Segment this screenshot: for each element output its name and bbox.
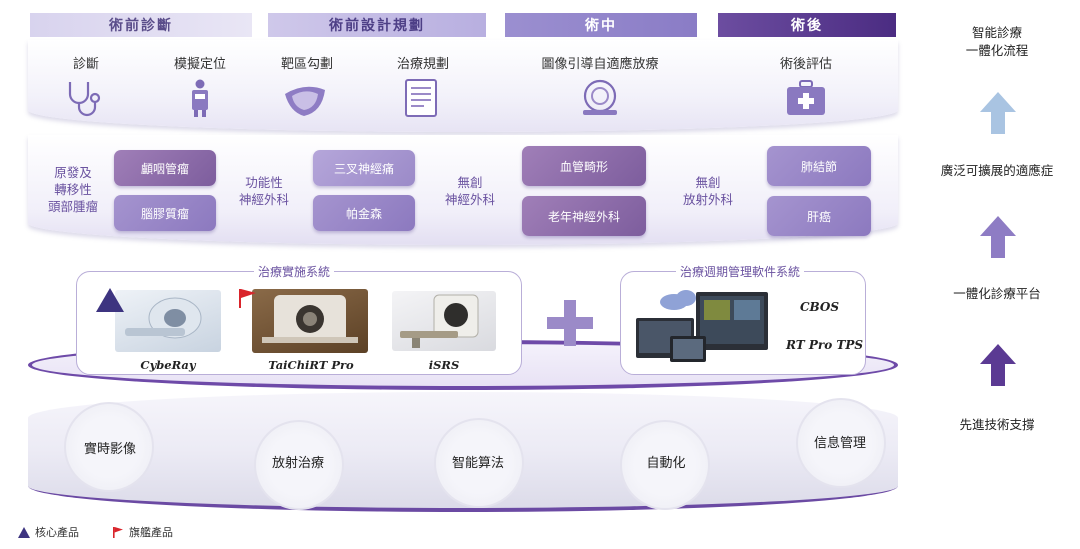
- indication-group-functional-line2: 神經外科: [238, 192, 289, 207]
- treatment-system-title: 治療實施系統: [254, 263, 335, 280]
- phase-pre-diagnosis: 術前診斷: [30, 13, 252, 37]
- indication-group-noninvasive-neuro-line1: 無創: [457, 175, 483, 190]
- medical-kit-icon: [787, 80, 825, 115]
- tech-circle: [254, 420, 344, 510]
- legend-core-label: 核心產品: [35, 526, 79, 539]
- software-system-title: 治療週期管理軟件系統: [676, 263, 805, 280]
- tech-circle: [620, 420, 710, 510]
- tech-label: 放射治療: [271, 456, 324, 471]
- stage-diagnosis: 診斷: [72, 57, 99, 72]
- indication-tile: 顱咽管瘤: [114, 150, 216, 186]
- core-product-triangle-icon: [96, 288, 124, 312]
- tech-label: 實時影像: [83, 442, 136, 457]
- right-label-platform: 一體化診療平台: [953, 286, 1041, 301]
- target-contour-icon: [285, 86, 325, 116]
- patient-icon: [192, 79, 208, 117]
- indication-tile: 老年神經外科: [522, 196, 646, 236]
- indication-group-radiosurgery: 無創 放射外科: [672, 174, 744, 208]
- right-label-indications: 廣泛可擴展的適應症: [940, 163, 1054, 178]
- tech-circle: [796, 398, 886, 488]
- right-label-process-line1: 智能診療: [971, 25, 1022, 40]
- indication-group-radiosurgery-line2: 放射外科: [682, 192, 733, 207]
- stage-positioning: 模擬定位: [173, 57, 226, 72]
- indication-tile: 肝癌: [767, 196, 871, 236]
- stethoscope-icon: [68, 82, 101, 117]
- indication-tile: 血管畸形: [522, 146, 646, 186]
- phase-pre-planning: 術前設計規劃: [268, 13, 486, 37]
- up-arrow-icon: [980, 92, 1016, 134]
- legend-flagship-label: 旗艦產品: [129, 526, 173, 539]
- indication-tile: 肺結節: [767, 146, 871, 186]
- plan-document-icon: [405, 79, 437, 117]
- product-label: iSRS: [428, 358, 460, 372]
- phase-post-op: 術後: [718, 13, 896, 37]
- stage-tier: [28, 40, 898, 132]
- plus-icon: [547, 300, 593, 346]
- cyberay-image: [115, 290, 221, 352]
- right-label-process-line2: 一體化流程: [965, 43, 1029, 58]
- taichirt-image: [252, 289, 368, 353]
- right-label-process: 智能診療 一體化流程: [922, 24, 1072, 60]
- indication-tile: 三叉神經痛: [313, 150, 415, 186]
- indication-tile: 腦膠質瘤: [114, 195, 216, 231]
- indication-group-noninvasive-neuro-line2: 神經外科: [444, 192, 495, 207]
- flag-icon: [113, 527, 123, 538]
- software-label: CBOS: [800, 300, 840, 314]
- up-arrow-icon: [980, 344, 1016, 386]
- indication-group-noninvasive-neuro: 無創 神經外科: [434, 174, 506, 208]
- product-label: CybeRay: [140, 358, 196, 372]
- indication-group-head-tumor: 原發及 轉移性 頭部腫瘤: [36, 164, 110, 215]
- indication-group-functional-line1: 功能性: [245, 175, 283, 190]
- stage-evaluation: 術後評估: [779, 57, 832, 72]
- indication-group-radiosurgery-line1: 無創: [695, 175, 721, 190]
- legend-core: 核心產品: [18, 524, 79, 540]
- ct-scanner-icon: [583, 79, 617, 115]
- indication-group-head-tumor-line1: 原發及: [54, 165, 92, 180]
- indication-tile: 帕金森: [313, 195, 415, 231]
- software-label: RT Pro TPS: [786, 338, 864, 352]
- flagship-flag-icon: [239, 289, 256, 308]
- core-triangle-icon: [18, 526, 30, 538]
- tech-label: 信息管理: [813, 436, 866, 451]
- indication-group-head-tumor-line2: 轉移性: [54, 182, 92, 197]
- stage-planning: 治療規劃: [396, 57, 449, 72]
- tech-label: 智能算法: [451, 456, 504, 471]
- isrs-image: [392, 291, 496, 351]
- up-arrow-icon: [980, 216, 1016, 258]
- product-label: TaiChiRT Pro: [268, 358, 354, 372]
- indication-group-head-tumor-line3: 頭部腫瘤: [47, 199, 98, 214]
- stage-contouring: 靶區勾劃: [280, 57, 333, 72]
- tech-label: 自動化: [646, 456, 686, 471]
- indication-group-functional: 功能性 神經外科: [228, 174, 300, 208]
- phase-intra-op: 術中: [505, 13, 697, 37]
- stage-igrt: 圖像引導自適應放療: [541, 57, 659, 72]
- tech-circle: [434, 418, 524, 508]
- software-screens-image: [630, 284, 770, 368]
- legend-flagship: 旗艦產品: [112, 524, 173, 540]
- tech-circle: [64, 402, 154, 492]
- right-label-technology: 先進技術支撐: [959, 417, 1035, 432]
